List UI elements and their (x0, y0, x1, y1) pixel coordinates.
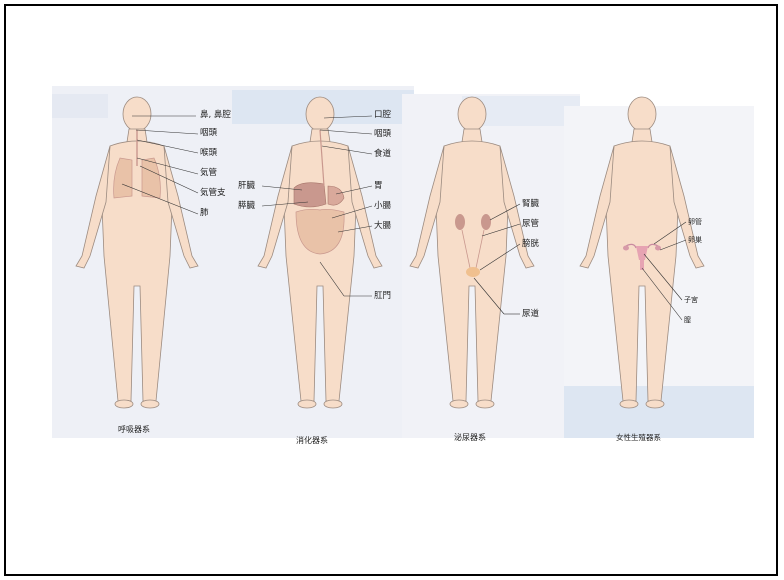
female-reproductive-figure (564, 86, 754, 446)
label-kidneys: 腎臓 (522, 199, 539, 209)
female-reproductive-system-panel: 卵管 卵巣 子宮 膣 女性生殖器系 (564, 86, 754, 446)
label-liver: 肝臓 (238, 181, 255, 191)
label-pharynx: 咽頭 (200, 128, 217, 138)
label-fallopian-tube: 卵管 (688, 217, 702, 227)
label-nose-nasal-cavity: 鼻, 鼻腔 (200, 110, 231, 120)
label-oral-cavity: 口腔 (374, 110, 391, 120)
label-vagina: 膣 (684, 315, 691, 325)
label-urethra: 尿道 (522, 309, 539, 319)
urinary-system-panel: 腎臓 尿管 膀胱 尿道 泌尿器系 (402, 86, 580, 446)
label-trachea: 気管 (200, 168, 217, 178)
label-bladder: 膀胱 (522, 239, 539, 249)
label-esophagus: 食道 (374, 149, 391, 159)
background-text-block (52, 94, 108, 118)
label-ovary: 卵巣 (688, 235, 702, 245)
label-lungs: 肺 (200, 208, 209, 218)
label-uterus: 子宮 (684, 295, 698, 305)
label-small-intestine: 小腸 (374, 201, 391, 211)
label-anus: 肛門 (374, 291, 391, 301)
urinary-figure (402, 86, 580, 446)
respiratory-system-panel: 鼻, 鼻腔 咽頭 喉頭 気管 気管支 肺 呼吸器系 (52, 86, 232, 446)
caption-female-reproductive-system: 女性生殖器系 (616, 432, 661, 443)
label-stomach: 胃 (374, 181, 383, 191)
label-ureters: 尿管 (522, 219, 539, 229)
respiratory-figure (52, 86, 232, 446)
label-bronchi: 気管支 (200, 188, 226, 198)
digestive-figure (232, 86, 414, 446)
caption-urinary-system: 泌尿器系 (454, 432, 486, 443)
label-larynx: 喉頭 (200, 148, 217, 158)
label-pharynx: 咽頭 (374, 129, 391, 139)
caption-digestive-system: 消化器系 (296, 435, 328, 446)
digestive-system-panel: 口腔 咽頭 食道 胃 小腸 大腸 肛門 肝臓 膵臓 消化器系 (232, 86, 414, 446)
caption-respiratory-system: 呼吸器系 (118, 424, 150, 435)
label-pancreas: 膵臓 (238, 201, 255, 211)
label-large-intestine: 大腸 (374, 221, 391, 231)
